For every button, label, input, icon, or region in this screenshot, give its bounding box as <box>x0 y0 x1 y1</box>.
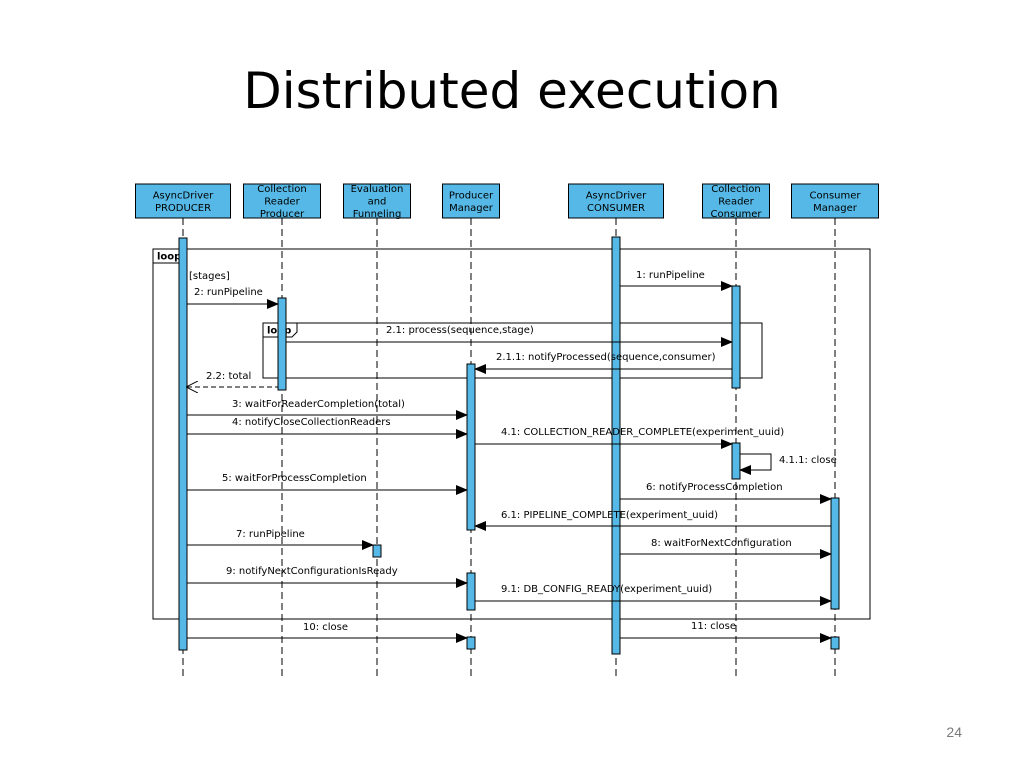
message-label: 4.1: COLLECTION_READER_COMPLETE(experime… <box>501 427 784 438</box>
message-m7: 7: runPipeline <box>187 529 374 550</box>
participant-box <box>791 183 879 219</box>
participant-label: Producer <box>260 209 305 220</box>
participant-label: Evaluation <box>351 184 404 195</box>
message-label: 10: close <box>303 622 348 633</box>
message-m6_1: 6.1: PIPELINE_COMPLETE(experiment_uuid) <box>474 510 831 531</box>
frame-label: loop <box>157 252 181 263</box>
participant-label: AsyncDriver <box>153 190 214 201</box>
participant-label: Collection <box>257 184 306 195</box>
message-m1: 1: runPipeline <box>620 270 733 291</box>
message-m3: 3: waitForReaderCompletion(total) <box>187 399 468 420</box>
message-m2_1: 2.1: process(sequence,stage) <box>286 325 733 347</box>
message-label: 6: notifyProcessCompletion <box>646 482 783 493</box>
activation-bar-p4 <box>466 572 476 611</box>
message-label: 2.1: process(sequence,stage) <box>386 325 534 336</box>
participant-label: PRODUCER <box>155 203 211 214</box>
activation-bar-p6 <box>731 285 741 389</box>
participant-label: Manager <box>449 203 494 214</box>
activation-bar-p4 <box>466 636 476 650</box>
participant-label: Funneling <box>353 209 402 220</box>
participant-label: Consumer <box>711 209 763 220</box>
participant-box <box>568 183 664 219</box>
message-label: 1: runPipeline <box>636 270 705 281</box>
participant-box <box>135 183 231 219</box>
message-m6: 6: notifyProcessCompletion <box>620 482 832 504</box>
participant-box <box>442 183 500 219</box>
page-number: 24 <box>946 724 962 740</box>
frame-border <box>152 248 871 620</box>
message-label: 9: notifyNextConfigurationIsReady <box>226 566 398 577</box>
participant-label: Consumer <box>810 190 862 201</box>
message-label: 2.1.1: notifyProcessed(sequence,consumer… <box>496 352 716 363</box>
message-label: 4.1.1: close <box>779 455 837 466</box>
activation-bar-p7 <box>830 636 840 650</box>
message-m2_2: 2.2: total <box>187 371 278 387</box>
message-label: 9.1: DB_CONFIG_READY(experiment_uuid) <box>501 584 712 595</box>
message-label: 2: runPipeline <box>194 287 263 298</box>
participant-label: Collection <box>711 184 760 195</box>
message-m9: 9: notifyNextConfigurationIsReady <box>187 566 468 588</box>
activation-bar-p1 <box>178 237 188 651</box>
participant-label: Reader <box>718 197 754 208</box>
message-label: 11: close <box>691 621 736 632</box>
message-label: 2.2: total <box>206 371 251 382</box>
message-m10: 10: close <box>187 622 468 643</box>
participant-label: and <box>368 197 387 208</box>
participant-label: CONSUMER <box>587 203 645 214</box>
message-m4_1_1: 4.1.1: close <box>739 453 837 475</box>
message-m2: 2: runPipeline <box>187 287 279 309</box>
message-m4: 4: notifyCloseCollectionReaders <box>187 417 468 439</box>
message-m4_1: 4.1: COLLECTION_READER_COMPLETE(experime… <box>475 427 784 449</box>
activation-bar-p3 <box>372 544 382 558</box>
participant-label: Producer <box>449 190 494 201</box>
message-label: 8: waitForNextConfiguration <box>651 538 792 549</box>
message-m8: 8: waitForNextConfiguration <box>620 538 832 559</box>
frame-guard: [stages] <box>189 271 230 282</box>
participant-label: Manager <box>813 203 858 214</box>
message-m11: 11: close <box>620 621 832 643</box>
activation-bar-p5 <box>611 236 621 655</box>
activation-bar-p2 <box>277 297 287 391</box>
message-label: 6.1: PIPELINE_COMPLETE(experiment_uuid) <box>501 510 718 521</box>
message-m5: 5: waitForProcessCompletion <box>187 473 468 495</box>
message-arrow <box>739 453 772 475</box>
participant-label: AsyncDriver <box>586 190 647 201</box>
message-label: 3: waitForReaderCompletion(total) <box>232 399 405 410</box>
frame-border <box>262 322 763 379</box>
slide-title: Distributed execution <box>243 62 781 120</box>
participant-box <box>243 183 321 219</box>
participant-box <box>343 183 411 219</box>
participant-label: Reader <box>264 197 300 208</box>
message-label: 7: runPipeline <box>236 529 305 540</box>
message-label: 5: waitForProcessCompletion <box>222 473 367 484</box>
message-m2_1_1: 2.1.1: notifyProcessed(sequence,consumer… <box>474 352 732 374</box>
message-label: 4: notifyCloseCollectionReaders <box>232 417 391 428</box>
message-m9_1: 9.1: DB_CONFIG_READY(experiment_uuid) <box>475 584 832 606</box>
participant-box <box>702 183 770 219</box>
activation-bar-p7 <box>830 497 840 610</box>
activation-bar-p6 <box>731 442 741 480</box>
activation-bar-p4 <box>466 363 476 531</box>
